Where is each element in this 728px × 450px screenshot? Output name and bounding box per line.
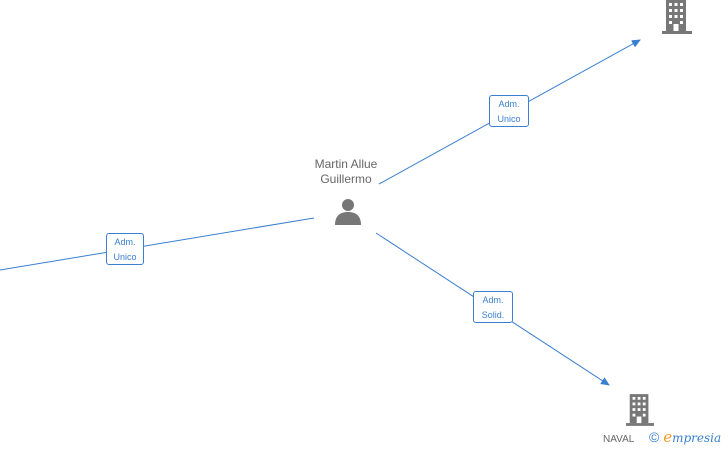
role-top-line2: Unico [497,114,521,124]
person-name[interactable]: Martin Allue Guillermo [296,157,396,187]
building-icon[interactable] [662,0,692,34]
role-top-line1: Adm. [498,99,520,109]
building-icon[interactable] [626,394,654,426]
role-box-top[interactable]: Adm. Unico [489,95,529,127]
role-left-line2: Unico [113,252,137,262]
role-left-line1: Adm. [114,237,136,247]
copyright-symbol: © [649,429,660,445]
person-icon[interactable] [334,197,362,225]
brand-initial: e [663,428,673,446]
role-box-left[interactable]: Adm. Unico [106,233,144,265]
person-name-line1: Martin Allue [314,157,378,171]
footer-brand: © empresia [649,428,721,446]
company-name-naval[interactable]: NAVAL [603,434,635,445]
edge-left-to-person [0,217,315,271]
person-name-line2: Guillermo [320,172,372,186]
role-box-bottom[interactable]: Adm. Solid. [473,291,513,323]
role-bottom-line2: Solid. [481,310,505,320]
role-bottom-line1: Adm. [482,295,504,305]
brand-name: mpresia [672,431,722,445]
